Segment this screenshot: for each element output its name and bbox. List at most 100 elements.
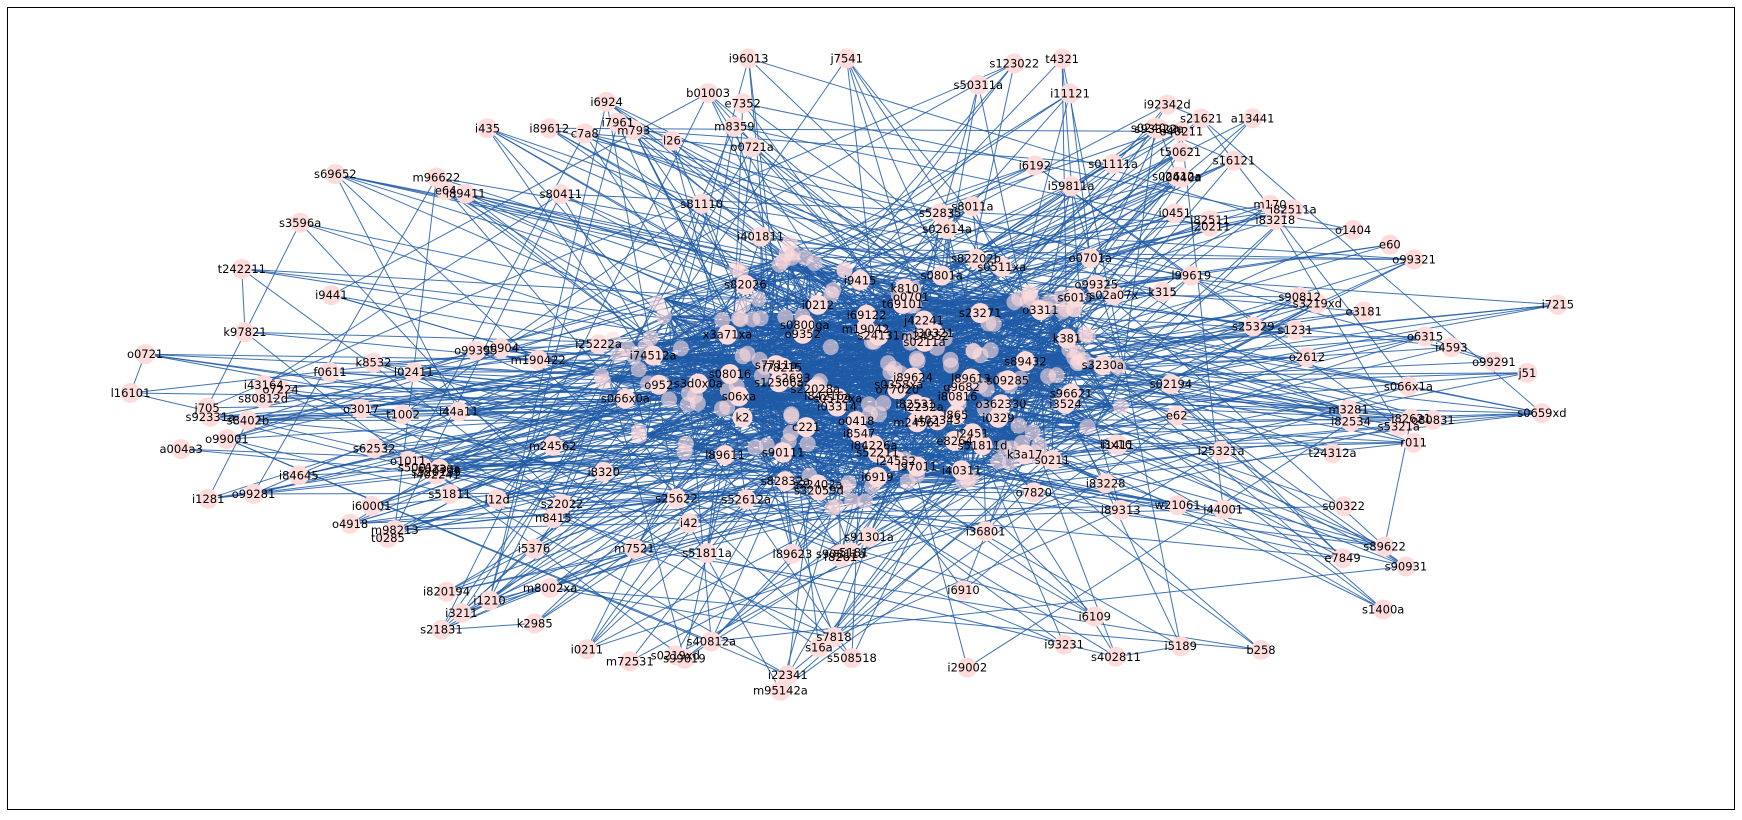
graph-node — [619, 651, 640, 672]
node-label: i82511 — [1190, 213, 1230, 227]
node-label: s24131 — [857, 329, 900, 343]
node-label: s21831 — [420, 623, 463, 637]
graph-node — [253, 374, 274, 395]
graph-edge — [833, 509, 1121, 638]
graph-edge — [335, 173, 957, 367]
graph-edge — [441, 622, 535, 631]
graph-edge — [669, 272, 746, 317]
node-label: i0211 — [571, 642, 603, 656]
node-label: s1400a — [1362, 603, 1404, 617]
node-label: m3281 — [1328, 402, 1368, 416]
node-label: k3a17 — [1007, 447, 1043, 461]
graph-edge — [435, 471, 685, 660]
node-label: s0801a — [921, 269, 963, 283]
node-label: o77020 — [875, 382, 919, 396]
graph-node — [477, 118, 498, 139]
graph-edge — [701, 203, 1192, 277]
node-label: j51 — [1517, 366, 1536, 380]
graph-node — [524, 538, 544, 559]
node-label: o80831 — [1411, 413, 1455, 427]
graph-edge — [742, 102, 1354, 231]
graph-node — [744, 311, 761, 328]
node-label: s8402b — [227, 413, 270, 427]
graph-edge — [606, 101, 906, 290]
node-label: i83228 — [1086, 476, 1126, 490]
graph-node — [768, 372, 789, 393]
graph-node — [1181, 265, 1202, 286]
graph-edge — [778, 450, 971, 481]
node-label: m72531 — [606, 654, 654, 668]
node-label: l99619 — [1171, 269, 1211, 283]
graph-node — [1285, 320, 1306, 341]
graph-edge — [1033, 491, 1343, 559]
graph-node — [661, 130, 682, 151]
graph-node — [751, 351, 768, 368]
node-label: s8011a — [951, 199, 993, 213]
node-label: m24562 — [529, 439, 577, 453]
graph-edge — [783, 257, 874, 419]
node-label: i5376 — [518, 542, 550, 556]
graph-edge — [207, 420, 249, 500]
graph-edge — [145, 353, 878, 454]
node-label: c7a8 — [571, 127, 599, 141]
graph-node — [824, 627, 844, 647]
graph-node — [777, 665, 798, 686]
graph-node — [631, 427, 648, 444]
graph-edge — [634, 548, 1262, 651]
graph-node — [782, 543, 803, 564]
node-label: s52835 — [919, 206, 962, 220]
graph-node — [1422, 409, 1443, 430]
graph-node — [1242, 108, 1263, 129]
node-label: s81110 — [680, 197, 723, 211]
graph-node — [216, 429, 237, 449]
node-label: b01003 — [686, 86, 730, 100]
node-label: j705 — [194, 401, 220, 415]
graph-node — [890, 286, 907, 303]
graph-node — [796, 417, 817, 438]
graph-node — [808, 637, 829, 658]
graph-edge — [763, 370, 971, 481]
node-label: i0212 — [802, 298, 834, 312]
node-label: t50621 — [1160, 145, 1201, 159]
graph-edge — [818, 469, 962, 648]
node-label: o4918 — [332, 517, 368, 531]
graph-node — [435, 180, 456, 201]
node-label: i78215 — [762, 361, 802, 375]
node-label: s5321a — [1378, 420, 1420, 434]
node-label: e60 — [1379, 238, 1401, 252]
node-label: s7711a — [755, 358, 797, 372]
graph-node — [732, 263, 749, 280]
node-label: s3230a — [1082, 358, 1124, 372]
graph-edge — [241, 268, 937, 351]
graph-node — [1054, 634, 1075, 655]
graph-node — [661, 391, 678, 408]
graph-node — [732, 93, 753, 114]
graph-node — [750, 291, 767, 307]
graph-edge — [1071, 311, 1434, 421]
graph-edge — [549, 127, 1182, 132]
graph-node — [1289, 286, 1310, 307]
graph-edge — [1011, 302, 1025, 383]
node-label: o40211 — [1160, 124, 1204, 138]
graph-node — [1170, 636, 1191, 657]
node-label: i82531 — [896, 397, 936, 411]
graph-node — [1079, 418, 1096, 435]
node-label: s0219xd — [651, 648, 700, 662]
graph-node — [1084, 606, 1105, 627]
node-label: o2612 — [1289, 350, 1325, 364]
graph-node — [930, 203, 951, 223]
node-label: o7224 — [262, 382, 298, 396]
node-label: k8532 — [356, 356, 392, 370]
graph-node — [1341, 411, 1361, 432]
node-label: l26 — [663, 134, 681, 148]
graph-node — [905, 280, 922, 297]
graph-edge — [487, 127, 784, 258]
node-label: t4321 — [1045, 52, 1079, 66]
graph-node — [487, 489, 508, 510]
node-label: s08016 — [709, 367, 752, 381]
graph-edge — [606, 101, 654, 356]
graph-edge — [683, 552, 708, 659]
graph-edge — [1024, 208, 1294, 455]
node-label: t242211 — [218, 262, 266, 276]
graph-node — [398, 450, 419, 471]
